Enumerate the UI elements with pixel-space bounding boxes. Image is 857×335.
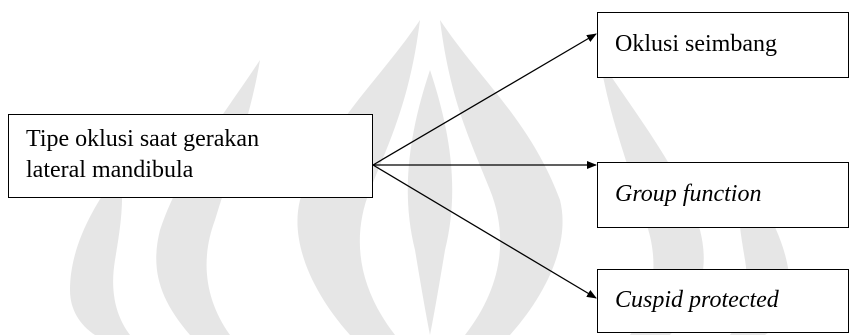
source-node-line-2: lateral mandibula [26,157,194,183]
arrow-to-cuspid-protected [372,164,597,299]
target-node-cuspid-protected: Cuspid protected [597,269,849,333]
source-node-line-1: Tipe oklusi saat gerakan [26,126,260,152]
target-node-label: Group function [615,181,762,207]
target-node-oklusi-seimbang: Oklusi seimbang [597,12,849,78]
source-node-box: Tipe oklusi saat gerakan lateral mandibu… [8,114,373,198]
target-node-group-function: Group function [597,162,849,228]
target-node-label: Oklusi seimbang [615,31,777,57]
arrow-to-oklusi-seimbang [372,33,597,166]
target-node-label: Cuspid protected [615,287,779,313]
